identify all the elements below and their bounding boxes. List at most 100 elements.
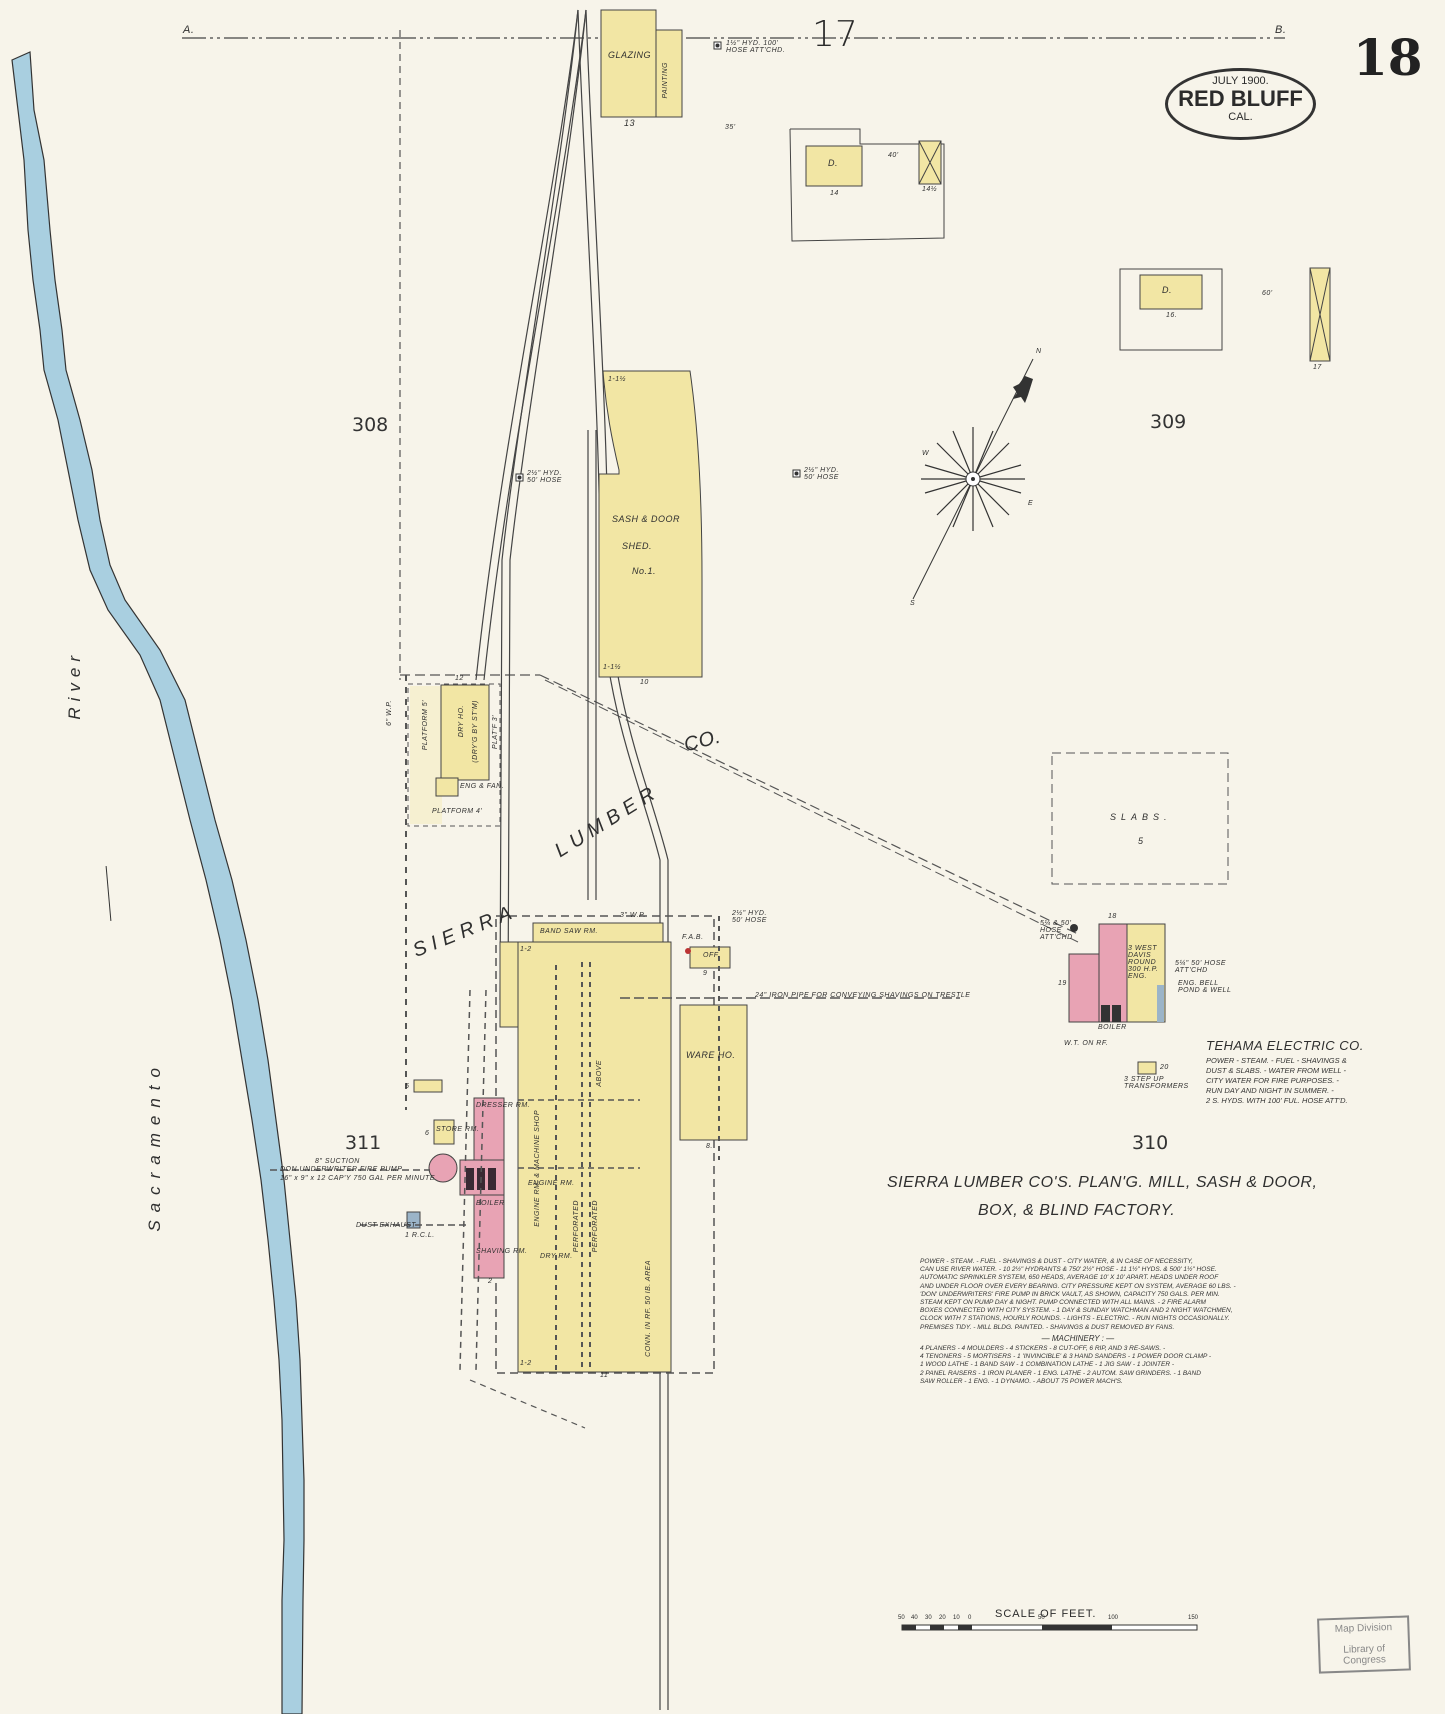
sheet-number: 18 — [1353, 28, 1423, 87]
building-7-label: 1 R.C.L. — [405, 1232, 435, 1239]
transformer-label: 3 STEP UP TRANSFORMERS — [1124, 1076, 1189, 1090]
factory-note: CLOCK WITH 7 STATIONS, HOURLY ROUNDS. - … — [920, 1315, 1230, 1323]
factory-title-line1: SIERRA LUMBER CO'S. PLAN'G. MILL, SASH &… — [887, 1174, 1318, 1191]
electric-note: 2 S. HYDS. WITH 100' FUL. HOSE ATT'D. — [1206, 1096, 1348, 1105]
wp-6-label: 6" W.P. — [386, 700, 393, 726]
dry-rm-label: DRY RM. — [540, 1253, 573, 1260]
library-of-congress-stamp: Map Division Library of Congress — [1317, 1615, 1411, 1674]
block-310: 310 — [1132, 1132, 1169, 1154]
electric-note: RUN DAY AND NIGHT IN SUMMER. - — [1206, 1086, 1334, 1095]
warehouse-label: WARE HO. — [686, 1050, 736, 1060]
shaving-rm-label: SHAVING RM. — [476, 1248, 528, 1255]
perforated-1: PERFORATED — [573, 1200, 580, 1253]
factory-note: STEAM KEPT ON PUMP DAY & NIGHT. PUMP CON… — [920, 1299, 1206, 1307]
mill-stories-top: 1-2 — [520, 946, 532, 953]
platform-right-label: PLAT'F 3' — [492, 715, 499, 750]
office-label: OFF. — [703, 952, 721, 959]
machinery-line: SAW ROLLER - 1 ENG. - 1 DYNAMO. - ABOUT … — [920, 1377, 1123, 1385]
city-stamp: JULY 1900. RED BLUFF CAL. — [1165, 68, 1316, 140]
shed-label-1: SASH & DOOR — [612, 514, 681, 524]
scale-bar — [901, 1624, 1198, 1631]
dry-house-number: 12 — [455, 675, 464, 682]
platform-left-label: PLATFORM 5' — [422, 700, 429, 751]
dimension-60: 60' — [1262, 290, 1273, 297]
lc-stamp-line1: Map Division — [1334, 1622, 1393, 1636]
fire-pump-spec: 16" x 9" x 12 CAP'Y 750 GAL PER MINUTE — [280, 1175, 435, 1182]
factory-note: POWER - STEAM. - FUEL - SHAVINGS & DUST … — [920, 1258, 1193, 1265]
above-label: ABOVE — [596, 1060, 603, 1087]
river-label-river: River — [65, 650, 84, 720]
factory-note: BOXES CONNECTED WITH CITY SYSTEM. - 1 DA… — [920, 1307, 1233, 1315]
scale-tick: 20 — [939, 1615, 946, 1621]
machinery-line: 4 PLANERS - 4 MOULDERS - 4 STICKERS - 8 … — [920, 1345, 1166, 1353]
stamp-city: RED BLUFF — [1178, 86, 1303, 111]
boiler-label: BOILER — [476, 1200, 505, 1207]
building-13-number: 13 — [624, 118, 636, 128]
platform-bottom-label: PLATFORM 4' — [432, 808, 483, 815]
hydrant-label-2: 2½" HYD. 50' HOSE — [527, 470, 562, 484]
store-rm-label: STORE RM. — [436, 1126, 480, 1133]
dry-house-eng: ENG & FAN. — [460, 783, 505, 790]
machinery-line: 1 WOOD LATHE - 1 BAND SAW - 1 COMBINATIO… — [920, 1361, 1175, 1369]
adjacent-sheet-number: 17 — [812, 14, 858, 55]
building-14-label: D. — [828, 158, 838, 168]
block-311: 311 — [345, 1132, 382, 1154]
electric-co-title: TEHAMA ELECTRIC CO. — [1206, 1038, 1364, 1053]
machinery-heading: — MACHINERY : — — [1041, 1333, 1115, 1343]
scale-tick: 50 — [898, 1615, 905, 1621]
fire-pump-label: DON UNDERWRITER FIRE PUMP — [280, 1166, 403, 1173]
transformer-number: 20 — [1160, 1064, 1169, 1071]
machinery-line: 4 TENONERS - 5 MORTISERS - 1 'INVINCIBLE… — [920, 1353, 1212, 1361]
scale-tick: 30 — [925, 1615, 932, 1621]
suction-label: 8" SUCTION — [315, 1158, 360, 1165]
block-309: 309 — [1150, 411, 1187, 433]
scale-tick: 10 — [953, 1615, 960, 1621]
scale-title: SCALE OF FEET. — [995, 1608, 1097, 1620]
shed-number: 10 — [640, 679, 649, 686]
dimension-35: 35' — [725, 124, 736, 131]
shed-label-3: No.1. — [632, 566, 657, 576]
scale-ticks: 50 40 30 20 10 0 50 100 150 — [898, 1615, 1208, 1625]
engine-label: ENGINE RM. — [528, 1180, 575, 1187]
electric-building-number: 18 — [1108, 913, 1117, 920]
building-16-label: D. — [1162, 285, 1172, 295]
compass-e: E — [1028, 500, 1034, 507]
hydrant-label-4: 2½" HYD. 50' HOSE — [732, 910, 767, 924]
compass-s: S — [910, 600, 916, 607]
dust-exhaust-label: DUST EXHAUST — [356, 1222, 417, 1229]
fab-label: F.A.B. — [682, 934, 704, 941]
factory-note: 'DON' UNDERWRITERS' FIRE PUMP IN BRICK V… — [920, 1290, 1220, 1298]
building-14a-number: 14½ — [922, 186, 938, 193]
compass-w: W — [922, 450, 930, 457]
factory-notes: POWER - STEAM. - FUEL - SHAVINGS & DUST … — [920, 1258, 1236, 1386]
stamp-state: CAL. — [1228, 111, 1253, 123]
factory-title-line2: BOX, & BLIND FACTORY. — [978, 1202, 1176, 1219]
machinery-line: 2 PANEL RAISERS - 1 IRON PLANER - 1 ENG.… — [920, 1369, 1201, 1377]
wp-3-label: 3" W.P. — [620, 912, 646, 919]
building-17-number: 17 — [1313, 364, 1322, 371]
corner-mark-b: B. — [1275, 24, 1287, 36]
scale-tick: 0 — [968, 1615, 972, 1621]
hydrant-label-top: 1½" HYD. 100' HOSE ATT'CHD. — [726, 40, 786, 54]
warehouse-number: 8. — [706, 1143, 713, 1150]
glazing-label: GLAZING — [608, 50, 652, 60]
slabs-label: SLABS. — [1110, 812, 1172, 822]
mill-number: 11 — [600, 1372, 609, 1379]
scale-tick: 50 — [1038, 1615, 1045, 1621]
dry-house-sub: (DRY'G BY ST'M) — [472, 700, 479, 763]
hose-attach-label: 5¼ & 50' HOSE ATT'CHD — [1040, 920, 1073, 941]
boiler-block-number: 2 — [488, 1278, 493, 1285]
hydrant-label-3: 2½" HYD. 50' HOSE — [804, 467, 839, 481]
iron-pipe-label: 24" IRON PIPE FOR CONVEYING SHAVINGS ON … — [755, 992, 971, 999]
sacramento-river — [11, 51, 305, 1714]
electric-note: DUST & SLABS. - WATER FROM WELL - — [1206, 1066, 1347, 1075]
electric-note: POWER - STEAM. - FUEL - SHAVINGS & — [1206, 1056, 1347, 1065]
factory-note: PREMISES TIDY. - MILL BLDG. PAINTED. - S… — [920, 1323, 1175, 1331]
slabs-number: 5 — [1138, 836, 1144, 846]
scale-tick: 40 — [911, 1615, 918, 1621]
mill-stories-bottom: 1-2 — [520, 1360, 532, 1367]
compass-rose — [912, 358, 1034, 600]
shed-stories-top: 1-1½ — [608, 376, 626, 383]
hose-attach-label-2: 5¼" 50' HOSE ATT'CHD — [1175, 960, 1227, 974]
